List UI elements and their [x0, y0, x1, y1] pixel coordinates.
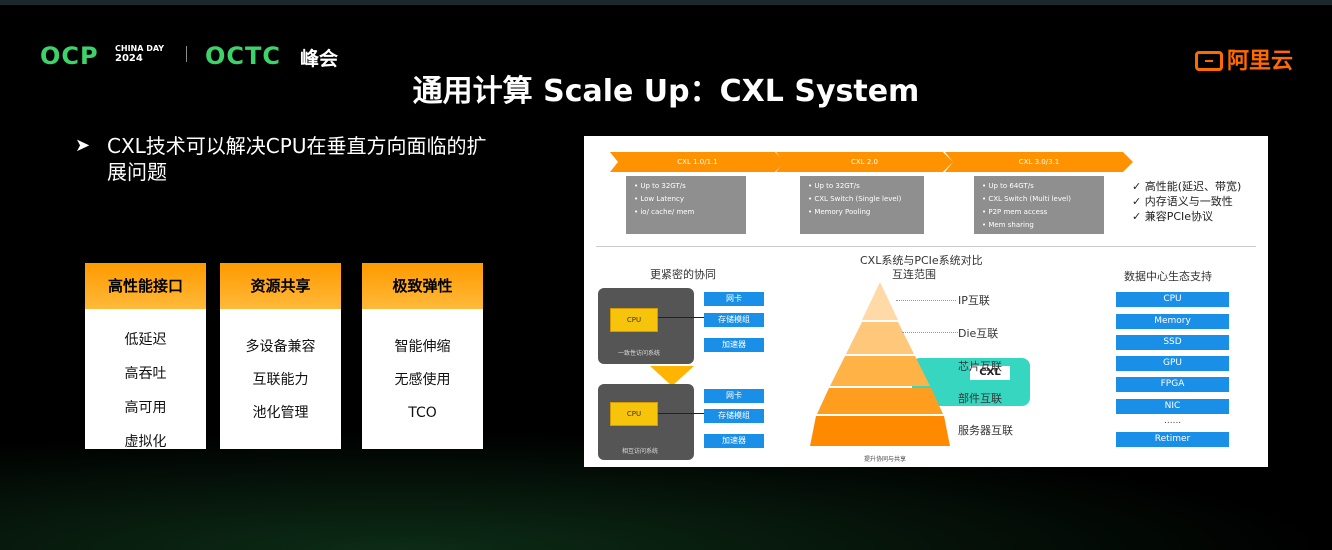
ecosystem-ellipsis: ...... [1164, 416, 1182, 426]
down-arrow-icon [650, 366, 694, 386]
card-header: 资源共享 [220, 263, 341, 309]
device-storage: 存储模组 [704, 409, 764, 423]
version-chevron: CXL 1.0/1.1 [610, 152, 785, 172]
level-label: 部件互联 [958, 392, 1002, 405]
china-day-label: CHINA DAY 2024 [115, 44, 164, 64]
card-item: 池化管理 [252, 405, 309, 421]
version-chevron: CXL 3.0/3.1 [945, 152, 1133, 172]
coherent-system-box: CPU 一致性访问系统 [598, 288, 694, 364]
device-nic: 网卡 [704, 389, 764, 403]
pyramid-level-ip [862, 282, 898, 320]
card-header: 高性能接口 [85, 263, 206, 309]
octc-logo: OCTC [205, 42, 281, 70]
feature-item: CXL Switch (Single level) [808, 193, 916, 206]
cxl-highlight: CXL [912, 358, 1030, 406]
feature-item: io/ cache/ mem [634, 206, 738, 219]
slide-title: 通用计算 Scale Up：CXL System [412, 74, 920, 109]
cxl-logo: CXL [970, 366, 1010, 380]
device-accelerator: 加速器 [704, 338, 764, 352]
card-high-performance: 高性能接口 低延迟 高吞吐 高可用 虚拟化 [85, 263, 206, 450]
left-section-title: 更紧密的协同 [650, 268, 716, 281]
device-storage: 存储模组 [704, 313, 764, 327]
feature-item: Up to 64GT/s [982, 180, 1096, 193]
check-item: ✓ 高性能(延迟、带宽) [1132, 180, 1242, 193]
aliyun-logo: 阿里云 [1195, 43, 1293, 75]
check-item: ✓ 兼容PCIe协议 [1132, 210, 1214, 223]
version-features: Up to 32GT/s CXL Switch (Single level) M… [800, 176, 924, 234]
ecosystem-nic: NIC [1116, 399, 1229, 414]
top-bar [0, 0, 1332, 5]
ocp-logo: OCP [40, 42, 99, 70]
bullet-point: ➤ CXL技术可以解决CPU在垂直方向面临的扩展问题 [75, 133, 495, 185]
feature-item: CXL Switch (Multi level) [982, 193, 1096, 206]
feature-item: Up to 32GT/s [634, 180, 738, 193]
center-section-title: 互连范围 [892, 268, 936, 281]
card-item: 高可用 [124, 400, 167, 416]
pyramid-footer: 提升协同与共享 [864, 456, 907, 463]
feature-item: Mem sharing [982, 219, 1096, 232]
card-item: 虚拟化 [124, 434, 167, 450]
compare-title: CXL系统与PCIe系统对比 [860, 254, 983, 267]
card-item: 低延迟 [124, 332, 167, 348]
leader-line [902, 332, 958, 333]
ecosystem-retimer: Retimer [1116, 432, 1229, 447]
arrow-bullet-icon: ➤ [75, 135, 91, 156]
ecosystem-ssd: SSD [1116, 335, 1229, 350]
card-item: 无感使用 [394, 372, 451, 388]
level-label: Die互联 [958, 327, 999, 340]
feature-item: Low Latency [634, 193, 738, 206]
card-item: 智能伸缩 [394, 339, 451, 355]
bullet-text: CXL技术可以解决CPU在垂直方向面临的扩展问题 [107, 134, 487, 184]
connector-line [658, 413, 704, 414]
card-item: 高吞吐 [124, 366, 167, 382]
card-header: 极致弹性 [362, 263, 483, 309]
cxl-diagram-panel: CXL 1.0/1.1 CXL 2.0 CXL 3.0/3.1 Up to 32… [584, 136, 1268, 467]
pyramid-level-server [810, 416, 950, 446]
version-features: Up to 32GT/s Low Latency io/ cache/ mem [626, 176, 746, 234]
feature-item: P2P mem access [982, 206, 1096, 219]
card-resource-sharing: 资源共享 多设备兼容 互联能力 池化管理 [220, 263, 341, 449]
level-label: 服务器互联 [958, 424, 1013, 437]
ecosystem-memory: Memory [1116, 314, 1229, 329]
box-caption: 一致性访问系统 [618, 350, 661, 357]
ecosystem-gpu: GPU [1116, 356, 1229, 371]
octc-suffix: 峰会 [300, 48, 339, 70]
check-item: ✓ 内存语义与一致性 [1132, 195, 1233, 208]
ecosystem-fpga: FPGA [1116, 377, 1229, 392]
mutual-access-box: CPU 相互访问系统 [598, 384, 694, 460]
connector-line [658, 317, 704, 318]
cpu-chip: CPU [610, 308, 658, 332]
china-day-text: CHINA DAY [115, 44, 165, 53]
cpu-chip: CPU [610, 402, 658, 426]
divider [596, 246, 1256, 247]
card-item: 多设备兼容 [245, 339, 316, 355]
right-section-title: 数据中心生态支持 [1124, 270, 1212, 283]
box-caption: 相互访问系统 [622, 448, 659, 455]
pyramid-level-die [846, 322, 914, 354]
feature-item: Up to 32GT/s [808, 180, 916, 193]
feature-item: Memory Pooling [808, 206, 916, 219]
version-chevron: CXL 2.0 [776, 152, 953, 172]
card-item: TCO [408, 405, 437, 421]
logo-separator [186, 46, 187, 62]
level-label: IP互联 [958, 294, 990, 307]
year-text: 2024 [115, 53, 143, 64]
version-features: Up to 64GT/s CXL Switch (Multi level) P2… [974, 176, 1104, 234]
pyramid-level-chip [830, 356, 930, 386]
level-label: 芯片互联 [958, 360, 1002, 373]
card-elasticity: 极致弹性 智能伸缩 无感使用 TCO [362, 263, 483, 449]
device-accelerator: 加速器 [704, 434, 764, 448]
interconnect-pyramid [810, 282, 950, 446]
card-item: 互联能力 [252, 372, 309, 388]
leader-line [896, 300, 956, 301]
pyramid-level-component [817, 388, 943, 414]
aliyun-text: 阿里云 [1227, 49, 1294, 74]
aliyun-mark-icon [1195, 51, 1223, 71]
ecosystem-cpu: CPU [1116, 292, 1229, 307]
device-nic: 网卡 [704, 292, 764, 306]
